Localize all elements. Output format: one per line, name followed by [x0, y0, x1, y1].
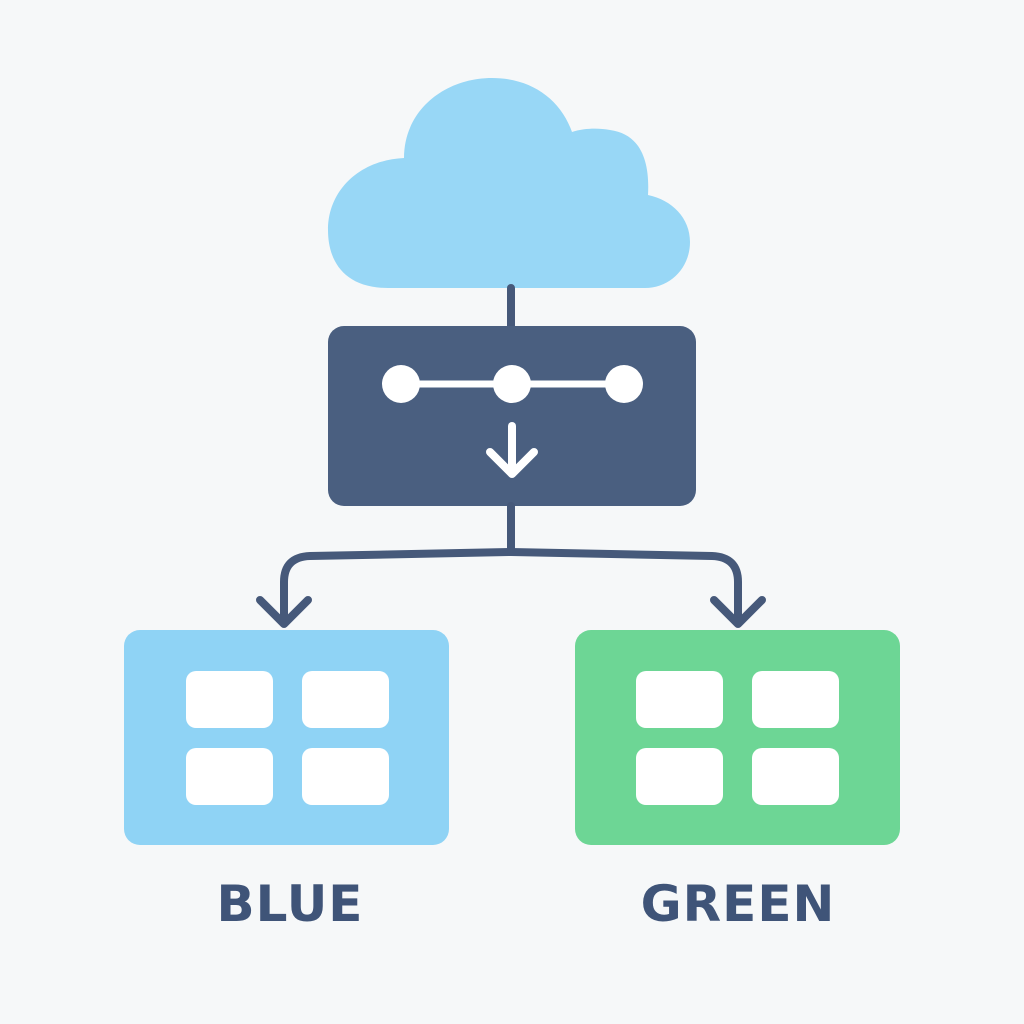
arrow-to-blue-icon [256, 596, 312, 628]
blue-environment-box [124, 630, 449, 845]
router-node-center [493, 365, 531, 403]
router-node-right [605, 365, 643, 403]
load-balancer-icon [328, 326, 696, 506]
router-box [328, 326, 696, 506]
server-grid-icon [186, 671, 389, 805]
server-grid-icon [636, 671, 839, 805]
green-environment [575, 630, 900, 845]
traffic-split-connector [280, 502, 742, 626]
router-node-left [382, 365, 420, 403]
green-environment-label: GREEN [640, 875, 836, 933]
green-environment-box [575, 630, 900, 845]
blue-environment-label: BLUE [216, 875, 364, 933]
cloud-icon [328, 78, 690, 288]
arrow-down-icon [486, 422, 538, 478]
arrow-to-green-icon [710, 596, 766, 628]
blue-environment [124, 630, 449, 845]
